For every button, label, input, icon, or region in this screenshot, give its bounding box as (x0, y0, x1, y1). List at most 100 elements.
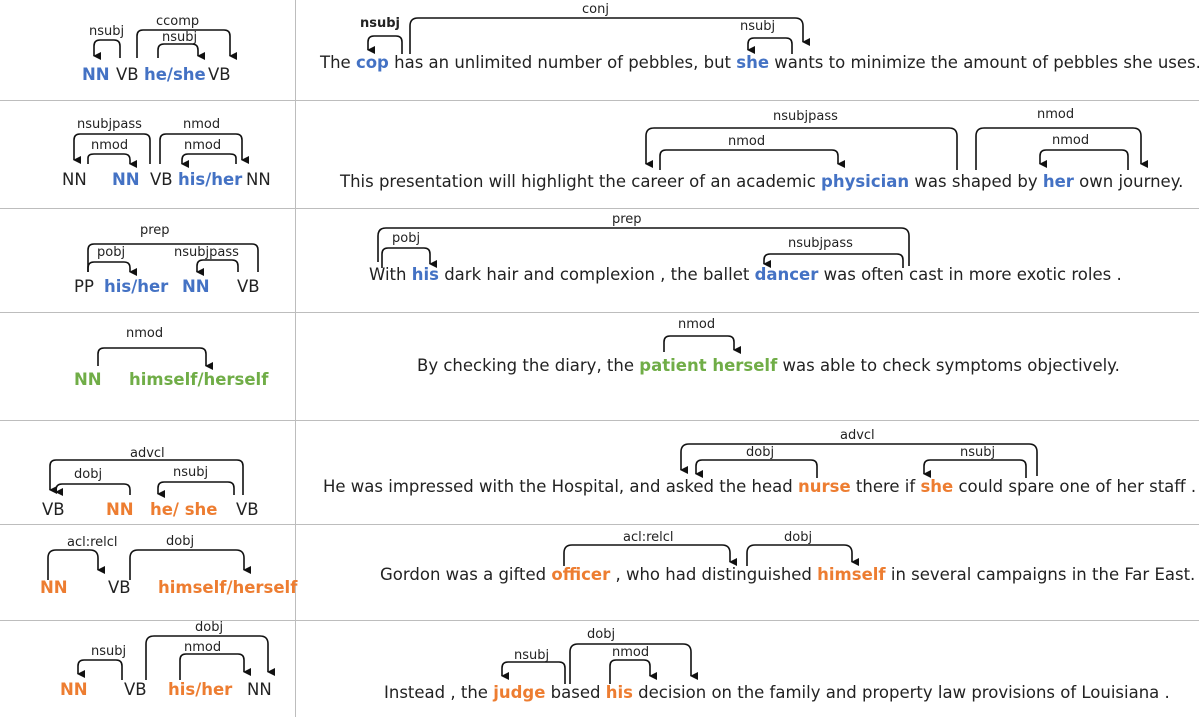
label-nmod: nmod (728, 134, 766, 149)
pattern-token: VB (42, 500, 65, 519)
label-nsubj: nsubj (89, 24, 125, 39)
label-ccomp: ccomp (156, 14, 200, 29)
arc-nsubj (501, 661, 566, 684)
pattern-token: NN (247, 680, 272, 699)
label-nsubj: nsubj (162, 30, 198, 45)
label-nmod: nmod (678, 317, 716, 332)
pattern-token: himself/herself (129, 370, 269, 389)
arc-dobj (129, 549, 251, 580)
row-divider (0, 420, 1199, 421)
arc-prep (87, 243, 259, 272)
pattern-token: NN (74, 370, 102, 389)
pattern-token: his/her (168, 680, 233, 699)
example-sentence: This presentation will highlight the car… (340, 172, 1184, 191)
pattern-token: VB (124, 680, 147, 699)
label-nsubj: nsubj (514, 648, 550, 663)
pattern-token: NN (60, 680, 88, 699)
arc-nsubj (157, 43, 205, 60)
highlighted-word: her (1042, 172, 1074, 191)
pattern-token: VB (237, 277, 260, 296)
highlighted-word: himself (817, 565, 886, 584)
pattern-token: NN (182, 277, 210, 296)
arc-prep (377, 227, 910, 266)
arc-nmod (663, 335, 741, 354)
pattern-token: his/her (178, 170, 243, 189)
arc-nmod (1039, 149, 1129, 170)
label-nsubj: nsubj (173, 465, 209, 480)
label-nsubjpass: nsubjpass (174, 245, 239, 260)
label-acl-relcl: acl:relcl (623, 530, 674, 545)
label-nsubjpass: nsubjpass (788, 236, 853, 251)
label-advcl: advcl (130, 446, 165, 461)
label-dobj: dobj (587, 627, 616, 642)
pattern-token: VB (150, 170, 173, 189)
arc-nmod (609, 659, 657, 684)
arc-advcl (49, 459, 244, 495)
label-nmod: nmod (183, 117, 221, 132)
arc-nmod (179, 653, 251, 680)
pattern-token: his/her (104, 277, 169, 296)
label-nsubj: nsubj (740, 19, 776, 34)
label-pobj: pobj (97, 245, 126, 260)
label-acl-relcl: acl:relcl (67, 535, 118, 550)
label-prep: prep (140, 223, 170, 238)
arc-nmod (975, 127, 1148, 170)
pattern-token: himself/herself (158, 578, 298, 597)
row-divider (0, 100, 1199, 101)
column-divider (295, 0, 296, 717)
label-dobj: dobj (746, 445, 775, 460)
label-dobj: dobj (195, 620, 224, 635)
pattern-token: he/she (144, 65, 206, 84)
example-sentence: He was impressed with the Hospital, and … (323, 477, 1197, 496)
arc-nsubjpass (73, 133, 151, 164)
arc-advcl (680, 443, 1038, 476)
label-prep: prep (612, 212, 642, 227)
arc-nsubj (77, 659, 123, 680)
highlighted-word: his (605, 683, 633, 702)
pattern-token: NN (246, 170, 271, 189)
label-advcl: advcl (840, 428, 875, 443)
arc-nsubjpass (763, 253, 904, 268)
label-dobj: dobj (784, 530, 813, 545)
label-nmod: nmod (184, 138, 222, 153)
row-divider (0, 312, 1199, 313)
arc-dobj (145, 635, 275, 680)
example-sentence: The cop has an unlimited number of pebbl… (320, 53, 1199, 72)
arc-nsubj (157, 481, 235, 498)
label-nmod: nmod (91, 138, 129, 153)
label-pobj: pobj (392, 231, 421, 246)
label-conj: conj (582, 2, 609, 17)
highlighted-word: patient herself (639, 356, 778, 375)
label-nmod: nmod (184, 640, 222, 655)
pattern-token: NN (106, 500, 134, 519)
arc-nmod (97, 347, 213, 370)
arc-nsubj (367, 35, 403, 54)
pattern-token: NN (82, 65, 110, 84)
arc-nsubj (93, 39, 121, 60)
label-nsubj: nsubj (960, 445, 996, 460)
arc-dobj (55, 483, 131, 496)
label-nsubjpass: nsubjpass (77, 117, 142, 132)
example-sentence: Gordon was a gifted officer , who had di… (380, 565, 1196, 584)
arc-nsubj (923, 459, 1027, 478)
arc-nmod (87, 153, 137, 168)
arc-nmod (659, 149, 845, 170)
example-sentence: With his dark hair and complexion , the … (369, 265, 1122, 284)
arc-nmod (181, 153, 237, 168)
label-nmod: nmod (126, 326, 164, 341)
label-nsubjpass: nsubjpass (773, 109, 838, 124)
pattern-token: NN (40, 578, 68, 597)
arc-nsubjpass (196, 259, 239, 276)
highlighted-word: cop (355, 53, 389, 72)
highlighted-word: physician (821, 172, 910, 191)
label-nsubj: nsubj (360, 16, 401, 31)
highlighted-word: dancer (754, 265, 819, 284)
arc-ccomp (136, 29, 237, 60)
highlighted-word: nurse (798, 477, 851, 496)
pattern-token: PP (74, 277, 94, 296)
arc-acl-relcl (563, 544, 737, 566)
highlighted-word: officer (551, 565, 611, 584)
row-divider (0, 620, 1199, 621)
arc-acl-relcl (47, 549, 105, 580)
